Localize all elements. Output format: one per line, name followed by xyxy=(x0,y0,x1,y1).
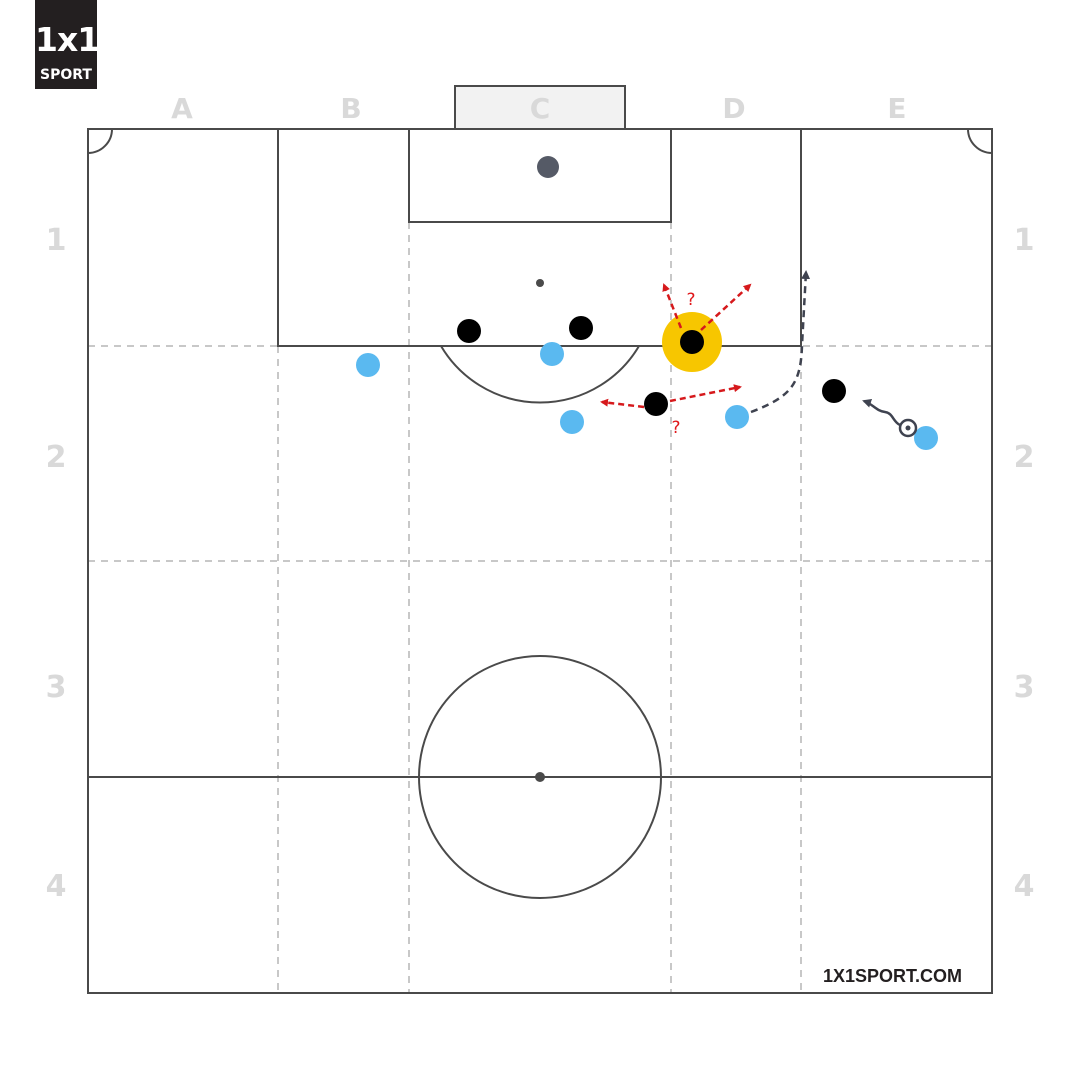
column-label-c: C xyxy=(530,92,551,125)
dribble-arrow-icon xyxy=(862,398,901,427)
row-label-left-3: 3 xyxy=(46,670,67,705)
option-arrows xyxy=(600,283,752,409)
attacker xyxy=(725,405,749,429)
row-label-left-1: 1 xyxy=(46,223,67,258)
website-label: 1X1SPORT.COM xyxy=(823,966,962,986)
attacker xyxy=(356,353,380,377)
red-dashed-arrow-icon xyxy=(662,283,683,329)
corner-arc-right xyxy=(967,128,993,154)
red-dashed-arrow-icon xyxy=(669,384,742,403)
defender xyxy=(644,392,668,416)
logo-word: SPORT xyxy=(40,67,92,83)
column-label-a: A xyxy=(171,92,193,125)
brand-logo: 1x1 SPORT xyxy=(35,0,100,89)
penalty-spot xyxy=(536,279,544,287)
goal-area xyxy=(408,128,672,223)
defender xyxy=(457,319,481,343)
center-spot xyxy=(535,772,545,782)
defender-highlighted xyxy=(680,330,704,354)
red-dashed-arrow-icon xyxy=(700,283,752,331)
column-label-b: B xyxy=(340,92,361,125)
logo-mark: 1x1 xyxy=(35,20,100,59)
defender xyxy=(569,316,593,340)
question-mark-bottom: ? xyxy=(671,418,680,438)
center-circle xyxy=(418,655,662,899)
attacker xyxy=(560,410,584,434)
column-label-d: D xyxy=(722,92,745,125)
row-label-right-2: 2 xyxy=(1014,440,1035,475)
attacker xyxy=(540,342,564,366)
grid-lines xyxy=(88,222,992,993)
goal xyxy=(454,85,626,130)
penalty-arc xyxy=(440,345,640,404)
attacker-with-ball xyxy=(914,426,938,450)
question-mark-top: ? xyxy=(686,290,695,310)
soccer-ball-icon xyxy=(898,418,918,438)
defender xyxy=(822,379,846,403)
row-label-left-4: 4 xyxy=(46,869,67,904)
row-label-right-3: 3 xyxy=(1014,670,1035,705)
row-label-left-2: 2 xyxy=(46,440,67,475)
dark-dashed-arrow-icon xyxy=(750,270,811,414)
goalkeeper xyxy=(537,156,559,178)
red-dashed-arrow-icon xyxy=(600,398,645,409)
row-label-right-4: 4 xyxy=(1014,869,1035,904)
row-label-right-1: 1 xyxy=(1014,223,1035,258)
corner-arc-left xyxy=(87,128,113,154)
column-label-e: E xyxy=(887,92,906,125)
